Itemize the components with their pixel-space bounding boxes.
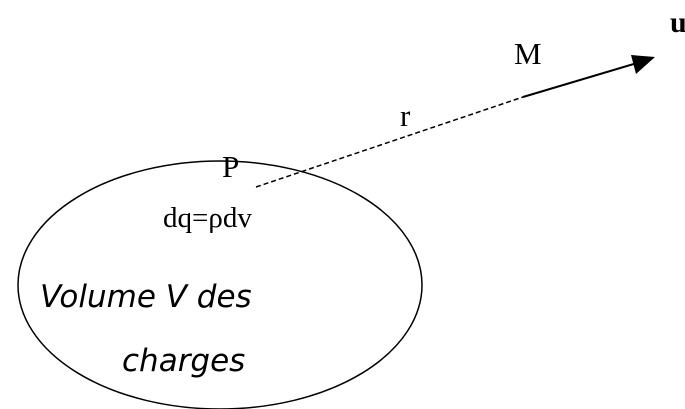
arrowhead-icon bbox=[631, 55, 655, 74]
distance-dashed-line bbox=[255, 96, 524, 188]
point-m-label: M bbox=[514, 36, 542, 71]
unit-vector-line bbox=[522, 62, 638, 98]
volume-label-line2: charges bbox=[122, 343, 245, 379]
charge-element-label: dq=ρdv bbox=[163, 202, 252, 234]
volume-label-line1: Volume V des bbox=[40, 279, 252, 315]
unit-vector-label: u bbox=[670, 6, 685, 39]
distance-r-label: r bbox=[400, 98, 411, 133]
charge-volume-ellipse bbox=[17, 160, 423, 409]
point-p-label: P bbox=[222, 149, 239, 184]
